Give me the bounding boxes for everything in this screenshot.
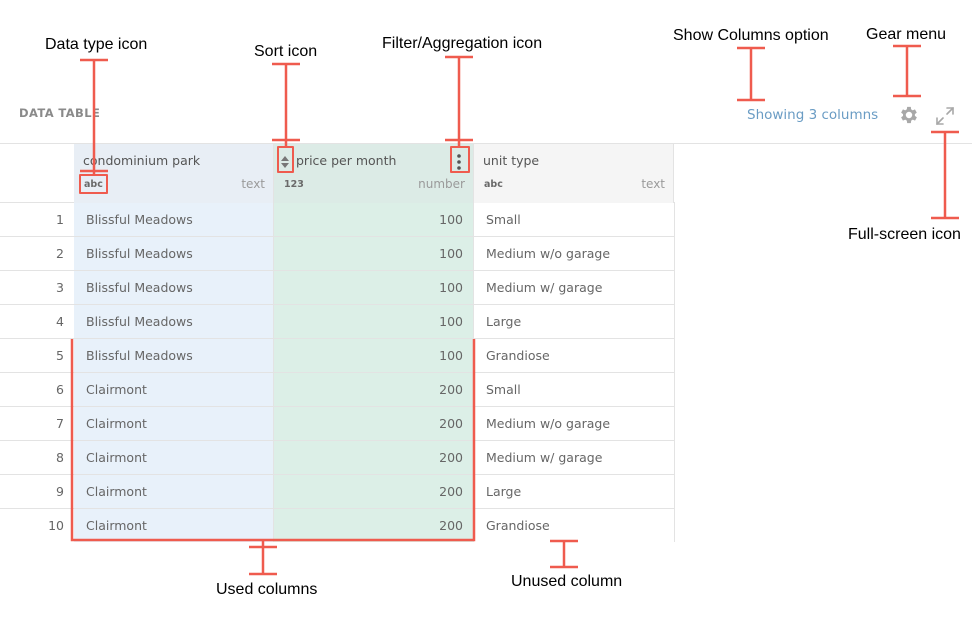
table-row[interactable]: 7 Clairmont 200 Medium w/o garage	[0, 407, 675, 441]
cell-price[interactable]: 100	[274, 271, 474, 304]
row-index: 3	[56, 280, 64, 295]
data-type-label: number	[418, 177, 465, 191]
cell-park[interactable]: Blissful Meadows	[74, 203, 274, 236]
cell-price[interactable]: 100	[274, 339, 474, 372]
cell-park[interactable]: Clairmont	[74, 441, 274, 474]
table-row[interactable]: 2 Blissful Meadows 100 Medium w/o garage	[0, 237, 675, 271]
panel-title: DATA TABLE	[19, 106, 101, 120]
cell-unit[interactable]: Medium w/ garage	[474, 441, 675, 474]
table-row[interactable]: 4 Blissful Meadows 100 Large	[0, 305, 675, 339]
cell-price[interactable]: 100	[274, 237, 474, 270]
data-type-label: text	[641, 177, 665, 191]
cell-unit[interactable]: Medium w/o garage	[474, 407, 675, 440]
column-header-price-per-month[interactable]: price per month 123 number	[274, 144, 474, 203]
cell-unit[interactable]: Medium w/o garage	[474, 237, 675, 270]
cell-unit[interactable]: Medium w/ garage	[474, 271, 675, 304]
table-row[interactable]: 10 Clairmont 200 Grandiose	[0, 509, 675, 543]
row-index: 5	[56, 348, 64, 363]
cell-price[interactable]: 200	[274, 373, 474, 406]
table-row[interactable]: 6 Clairmont 200 Small	[0, 373, 675, 407]
row-index: 6	[56, 382, 64, 397]
highlight-data-type-icon	[79, 174, 108, 194]
cell-unit[interactable]: Grandiose	[474, 509, 675, 542]
column-name: condominium park	[83, 153, 201, 168]
table-body: 1 Blissful Meadows 100 Small 2 Blissful …	[0, 203, 675, 543]
cell-unit[interactable]: Large	[474, 475, 675, 508]
annotation-full-screen: Full-screen icon	[848, 226, 961, 243]
table-row[interactable]: 3 Blissful Meadows 100 Medium w/ garage	[0, 271, 675, 305]
row-index: 8	[56, 450, 64, 465]
cell-price[interactable]: 200	[274, 407, 474, 440]
row-index: 9	[56, 484, 64, 499]
cell-price[interactable]: 100	[274, 203, 474, 236]
cell-park[interactable]: Clairmont	[74, 475, 274, 508]
cell-park[interactable]: Clairmont	[74, 509, 274, 542]
sort-icon[interactable]	[280, 155, 290, 169]
row-index: 7	[56, 416, 64, 431]
cell-park[interactable]: Blissful Meadows	[74, 305, 274, 338]
header-top-divider	[0, 143, 972, 144]
kebab-icon[interactable]	[456, 153, 462, 171]
highlight-filter-icon	[450, 146, 470, 173]
cell-park[interactable]: Clairmont	[74, 373, 274, 406]
cell-price[interactable]: 200	[274, 441, 474, 474]
data-type-label: text	[241, 177, 265, 191]
table-row[interactable]: 5 Blissful Meadows 100 Grandiose	[0, 339, 675, 373]
cell-park[interactable]: Clairmont	[74, 407, 274, 440]
column-name: unit type	[483, 153, 540, 168]
fullscreen-icon[interactable]	[935, 106, 955, 126]
table-row[interactable]: 9 Clairmont 200 Large	[0, 475, 675, 509]
table-row[interactable]: 8 Clairmont 200 Medium w/ garage	[0, 441, 675, 475]
annotation-gear-menu: Gear menu	[866, 26, 947, 43]
cell-park[interactable]: Blissful Meadows	[74, 271, 274, 304]
annotation-used-columns: Used columns	[216, 581, 318, 598]
cell-price[interactable]: 100	[274, 305, 474, 338]
data-type-icon[interactable]: 123	[284, 179, 304, 190]
table-row[interactable]: 1 Blissful Meadows 100 Small	[0, 203, 675, 237]
annotation-filter-icon: Filter/Aggregation icon	[382, 35, 543, 52]
cell-park[interactable]: Blissful Meadows	[74, 339, 274, 372]
annotation-data-type-icon: Data type icon	[45, 36, 148, 53]
cell-price[interactable]: 200	[274, 475, 474, 508]
annotation-show-columns: Show Columns option	[673, 27, 829, 44]
show-columns-link[interactable]: Showing 3 columns	[747, 107, 879, 123]
column-name: price per month	[296, 153, 397, 168]
row-index: 2	[56, 246, 64, 261]
cell-price[interactable]: 200	[274, 509, 474, 542]
row-index: 10	[48, 518, 64, 533]
cell-unit[interactable]: Small	[474, 373, 675, 406]
annotation-sort-icon: Sort icon	[254, 43, 318, 60]
data-type-icon[interactable]: abc	[84, 179, 103, 190]
row-index: 4	[56, 314, 64, 329]
cell-unit[interactable]: Grandiose	[474, 339, 675, 372]
annotation-unused-column: Unused column	[511, 573, 623, 590]
data-type-icon[interactable]: abc	[484, 179, 503, 190]
row-index: 1	[56, 212, 64, 227]
gear-icon[interactable]	[898, 104, 920, 126]
column-header-unit-type[interactable]: unit type abc text	[474, 144, 674, 203]
highlight-sort-icon	[277, 146, 294, 173]
cell-unit[interactable]: Large	[474, 305, 675, 338]
cell-unit[interactable]: Small	[474, 203, 675, 236]
cell-park[interactable]: Blissful Meadows	[74, 237, 274, 270]
